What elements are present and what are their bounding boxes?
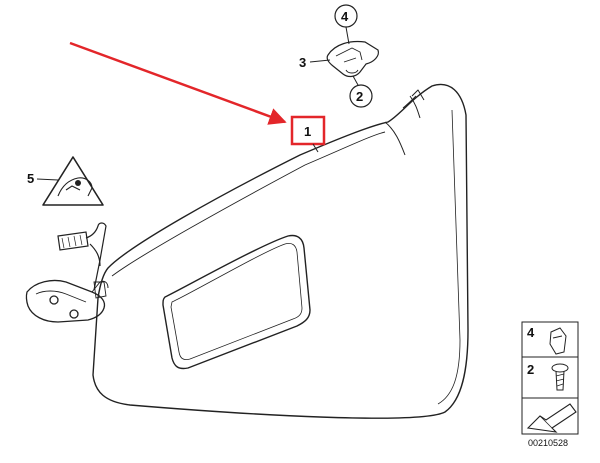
legend-clip-icon <box>549 327 567 355</box>
lamp-connector <box>57 222 107 291</box>
callout-5: 5 <box>27 171 34 186</box>
fastener-legend: 4 2 <box>521 321 579 435</box>
callout-2: 2 <box>356 89 363 104</box>
clip-part <box>326 40 379 78</box>
legend-screw-icon <box>551 363 569 391</box>
visor-hinge-mount <box>25 279 109 323</box>
callout-3: 3 <box>299 55 306 70</box>
part-1-highlight-box <box>290 115 326 146</box>
callout-4: 4 <box>341 9 349 24</box>
vanity-mirror <box>162 234 311 370</box>
callout-1: 1 <box>304 124 311 139</box>
legend-label-4: 4 <box>527 325 535 340</box>
warning-label-icon <box>42 156 104 206</box>
callout-2-circle <box>349 84 373 108</box>
legend-label-2: 2 <box>527 362 534 377</box>
diagram-number: 00210528 <box>528 438 568 448</box>
sun-visor <box>92 83 469 419</box>
annotation-arrow <box>69 41 287 125</box>
